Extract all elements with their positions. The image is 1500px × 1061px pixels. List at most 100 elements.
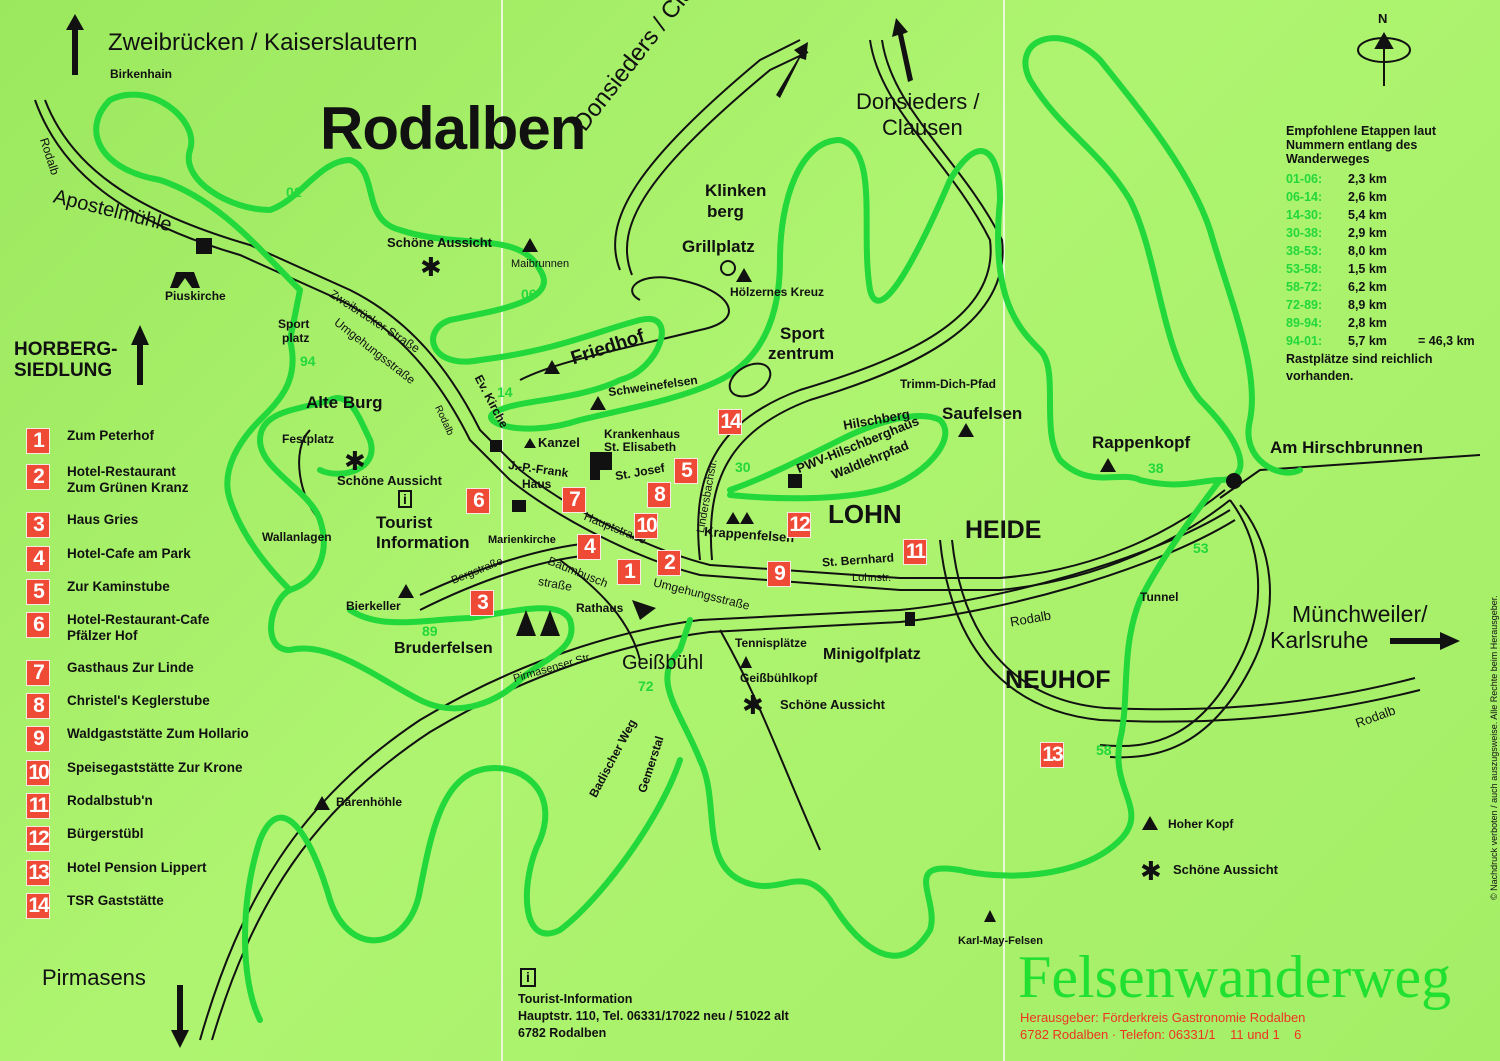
arrow-northeast-icon bbox=[776, 42, 808, 98]
place-birkenhain: Birkenhain bbox=[110, 67, 173, 81]
map-marker-7[interactable]: 7 bbox=[562, 487, 586, 513]
stage-row: 53-58: 1,5 km bbox=[1286, 260, 1475, 278]
stage-row: 89-94:2,8 km bbox=[1286, 314, 1475, 332]
direction-arrows bbox=[66, 14, 1460, 1048]
viewpoint-symbols: ✱ ✱ ✱ ✱ bbox=[344, 252, 1162, 886]
place-rappenkopf: Rappenkopf bbox=[1092, 433, 1191, 452]
place-geissbuehl: Geißbühl bbox=[622, 652, 704, 674]
place-schoene-aussicht-w: Schöne Aussicht bbox=[337, 473, 442, 488]
trail-point-38: 38 bbox=[1148, 460, 1164, 476]
place-jp-frank-2: Haus bbox=[522, 477, 552, 491]
publisher-line-2: 6782 Rodalben · Telefon: 06331/1 11 und … bbox=[1020, 1027, 1302, 1042]
trail-point-30: 30 bbox=[735, 459, 751, 475]
stages-heading-1: Empfohlene Etappen laut bbox=[1286, 124, 1437, 138]
place-klinkenberg-1: Klinken bbox=[705, 181, 767, 200]
direction-east-1: Münchweiler/ bbox=[1292, 601, 1428, 627]
map-marker-11[interactable]: 11 bbox=[903, 539, 927, 565]
place-tourist-1: Tourist bbox=[376, 513, 433, 532]
arrow-horberg-icon bbox=[131, 325, 149, 385]
legend-marker: 8 bbox=[26, 693, 50, 719]
direction-north: Zweibrücken / Kaiserslautern bbox=[108, 29, 418, 56]
place-bierkeller: Bierkeller bbox=[346, 599, 401, 613]
legend-marker: 9 bbox=[26, 726, 50, 752]
map-marker-3[interactable]: 3 bbox=[470, 590, 494, 616]
legend-marker: 1 bbox=[26, 428, 50, 454]
stage-total: = 46,3 km bbox=[1418, 334, 1475, 348]
place-wallanlagen: Wallanlagen bbox=[262, 530, 332, 544]
place-hoher-kopf: Hoher Kopf bbox=[1168, 817, 1234, 831]
tourist-info-line-2: Hauptstr. 110, Tel. 06331/17022 neu / 51… bbox=[518, 1009, 789, 1023]
viewpoint-icon: ✱ bbox=[420, 252, 442, 282]
place-festplatz: Festplatz bbox=[282, 432, 335, 446]
map-marker-8[interactable]: 8 bbox=[647, 482, 671, 508]
place-schoene-aussicht-se: Schöne Aussicht bbox=[1173, 862, 1278, 877]
map-marker-2[interactable]: 2 bbox=[657, 550, 681, 576]
peak-icon bbox=[1100, 458, 1116, 472]
stage-row: 14-30:5,4 km bbox=[1286, 206, 1475, 224]
district-heide: HEIDE bbox=[965, 516, 1042, 544]
stage-row: 94-01:5,7 km= 46,3 km bbox=[1286, 332, 1475, 350]
legend-label: Zur Kaminstube bbox=[67, 579, 170, 594]
legend-marker: 12 bbox=[26, 826, 50, 852]
peak-icon bbox=[1142, 816, 1158, 830]
place-sportzentrum-1: Sport bbox=[780, 324, 825, 343]
stage-distance: 1,5 km bbox=[1348, 262, 1387, 276]
peak-icon bbox=[736, 268, 752, 282]
map-marker-14[interactable]: 14 bbox=[718, 409, 742, 435]
trail-point-53: 53 bbox=[1193, 540, 1209, 556]
map-marker-1[interactable]: 1 bbox=[617, 559, 641, 585]
peak-icon bbox=[522, 238, 538, 252]
legend-label: Speisegaststätte Zur Krone bbox=[67, 760, 243, 775]
tourist-info-line-1: Tourist-Information bbox=[518, 992, 633, 1006]
legend-label: Hotel-Cafe am Park bbox=[67, 546, 191, 561]
arrow-northeast2-icon bbox=[892, 18, 913, 82]
compass-north-label: N bbox=[1378, 11, 1388, 26]
street-lohnstr: Lohnstr. bbox=[852, 572, 892, 584]
place-sportplatz-1: Sport bbox=[278, 317, 310, 331]
stage-row: 30-38:2,9 km bbox=[1286, 224, 1475, 242]
map-marker-9[interactable]: 9 bbox=[767, 561, 791, 587]
legend-label: TSR Gaststätte bbox=[67, 893, 164, 908]
tourist-info-box-icon: i bbox=[520, 968, 536, 987]
legend-label: Haus Gries bbox=[67, 512, 139, 527]
legend-marker: 7 bbox=[26, 660, 50, 686]
place-saufelsen: Saufelsen bbox=[942, 404, 1023, 423]
peak-icon bbox=[524, 438, 536, 448]
stage-distance: 8,0 km bbox=[1348, 244, 1387, 258]
map-marker-13[interactable]: 13 bbox=[1040, 742, 1064, 768]
map-marker-12[interactable]: 12 bbox=[787, 512, 811, 538]
arrow-south-icon bbox=[171, 985, 189, 1048]
peak-icon bbox=[398, 584, 414, 598]
stage-distance: 2,8 km bbox=[1348, 316, 1387, 330]
viewpoint-icon: ✱ bbox=[742, 690, 764, 720]
map-marker-5[interactable]: 5 bbox=[674, 458, 698, 484]
legend-marker: 6 bbox=[26, 612, 50, 638]
mill-icon bbox=[196, 238, 212, 254]
legend-label: Hotel-Restaurant-Cafe Pfälzer Hof bbox=[67, 612, 210, 643]
map-marker-10[interactable]: 10 bbox=[634, 513, 658, 539]
place-tennisplaetze: Tennisplätze bbox=[735, 636, 807, 650]
legend-marker: 5 bbox=[26, 579, 50, 605]
legend-label: Gasthaus Zur Linde bbox=[67, 660, 194, 675]
rocks-icon bbox=[726, 512, 754, 524]
place-marienkirche: Marienkirche bbox=[488, 534, 556, 546]
compass-icon bbox=[1357, 31, 1411, 86]
trail-point-14: 14 bbox=[497, 384, 513, 400]
spring-icon bbox=[1226, 473, 1242, 489]
place-kanzel: Kanzel bbox=[538, 435, 580, 450]
stage-distance: 5,4 km bbox=[1348, 208, 1387, 222]
place-minigolfplatz: Minigolfplatz bbox=[823, 646, 921, 663]
stage-row: 58-72:6,2 km bbox=[1286, 278, 1475, 296]
map-marker-4[interactable]: 4 bbox=[577, 534, 601, 560]
tourist-info-icon: i bbox=[398, 490, 412, 508]
trail-point-01: 01 bbox=[286, 184, 302, 200]
tourist-info-line-3: 6782 Rodalben bbox=[518, 1026, 607, 1040]
legend-label: Zum Peterhof bbox=[67, 428, 155, 443]
place-grillplatz: Grillplatz bbox=[682, 237, 755, 256]
stage-range: 53-58: bbox=[1286, 262, 1323, 276]
place-rathaus: Rathaus bbox=[576, 601, 624, 615]
stages-heading-3: Wanderweges bbox=[1286, 152, 1370, 166]
map-marker-6[interactable]: 6 bbox=[466, 488, 490, 514]
